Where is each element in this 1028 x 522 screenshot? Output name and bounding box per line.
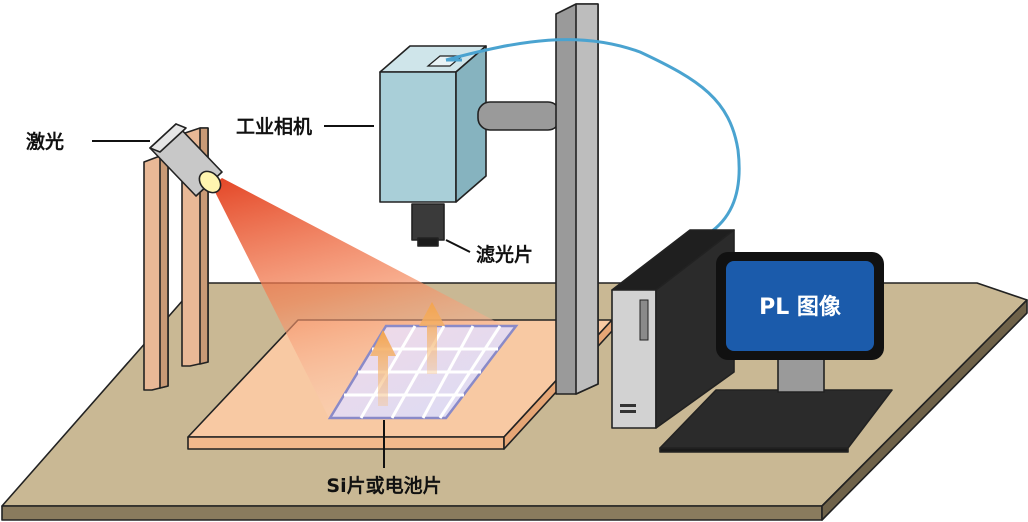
camera-side (455, 45, 487, 203)
laser-aperture (198, 170, 222, 194)
monitor: PL 图像 (659, 252, 893, 453)
filter-ring (417, 237, 439, 247)
keyboard-edge (659, 447, 849, 453)
filter-lens (411, 203, 445, 241)
pc-vent-2 (620, 410, 636, 413)
leader-lines (92, 125, 471, 468)
post-front-side (159, 155, 169, 389)
camera-label: 工业相机 (236, 116, 312, 138)
monitor-screen (726, 261, 874, 351)
pc-tower (611, 229, 735, 429)
emission-arrow-left (370, 330, 396, 406)
laser-head (149, 123, 223, 197)
laser-label: 激光 (26, 130, 64, 153)
pl-emission-arrows (370, 302, 445, 406)
filter-label: 滤光片 (476, 243, 533, 266)
pc-front (611, 289, 657, 429)
sample-pad-front (187, 436, 505, 450)
camera-cable (445, 38, 741, 236)
screen-label: PL 图像 (759, 294, 842, 320)
emission-arrow-right (419, 302, 445, 374)
camera-arm (477, 101, 561, 131)
laser-body-top (149, 123, 187, 153)
pc-side (655, 229, 735, 429)
sample-label: Si片或电池片 (326, 474, 441, 497)
pole-side (575, 3, 599, 395)
table-edge (1, 505, 823, 521)
mounting-pole (477, 3, 599, 395)
industrial-camera (379, 45, 487, 247)
pc-drive-slot (639, 299, 649, 341)
pc-vent-1 (620, 404, 636, 407)
camera-front (379, 71, 457, 203)
table-side (821, 299, 1028, 521)
filter-leader (445, 239, 471, 253)
